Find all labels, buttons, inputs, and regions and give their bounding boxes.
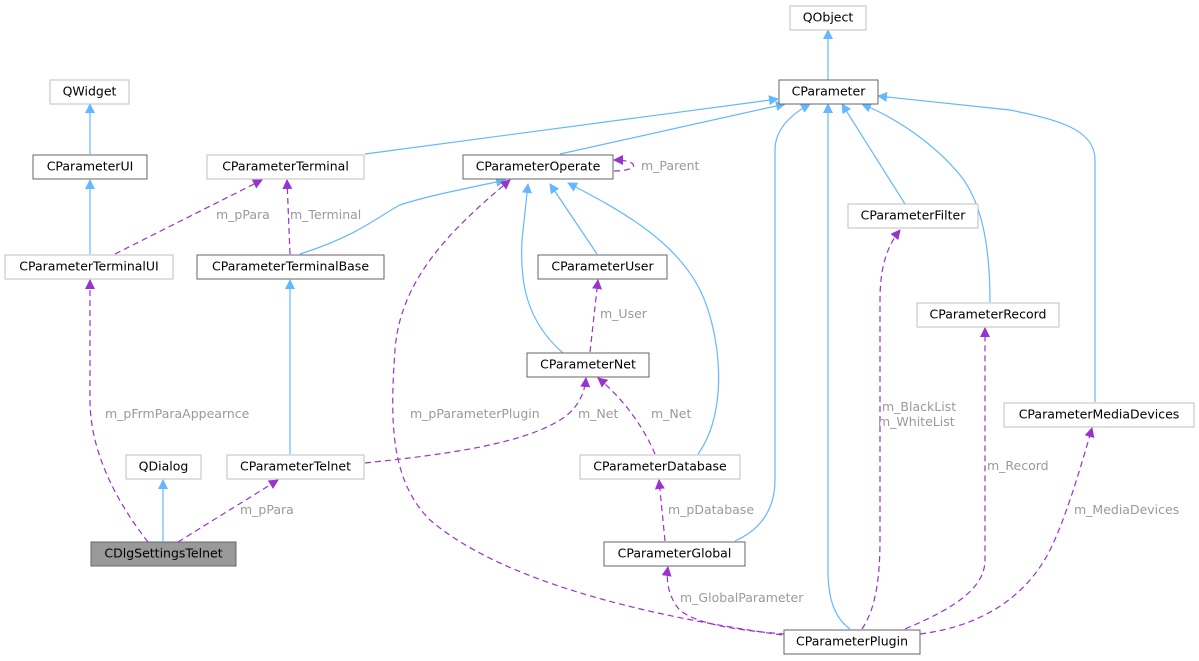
node-label: QObject [803,10,854,25]
node-cparameterglobal[interactable]: CParameterGlobal [603,541,746,567]
edge-labels: m_Parent m_pPara m_Terminal m_User m_pFr… [105,158,1179,605]
node-cparameteroperate[interactable]: CParameterOperate [462,154,614,180]
label-m-ppara-bottom: m_pPara [240,502,294,517]
usage-edges [85,155,1095,636]
node-label: CParameter [792,84,867,99]
node-qwidget[interactable]: QWidget [49,79,130,105]
edge-cparametermediadevices-to-cparameter [877,91,1096,402]
label-m-net-database: m_Net [651,406,691,421]
node-cparameterdatabase[interactable]: CParameterDatabase [579,454,741,480]
node-cparameternet[interactable]: CParameterNet [526,352,650,378]
node-cparameterplugin[interactable]: CParameterPlugin [783,629,921,655]
label-m-globalparameter: m_GlobalParameter [680,590,804,605]
node-label: QDialog [139,459,189,474]
node-cparameterterminalui[interactable]: CParameterTerminalUI [4,254,174,280]
node-label: CParameterOperate [476,159,601,174]
node-label: CParameterRecord [930,307,1047,322]
edge-m-pparameterplugin [392,179,783,636]
node-label: CParameterTerminal [222,159,349,174]
node-label: QWidget [63,84,117,99]
edge-cparameterfilter-to-cparameter [841,103,906,205]
node-cdlgsettingstelnet[interactable]: CDlgSettingsTelnet [90,541,237,567]
label-m-net-telnet: m_Net [578,406,618,421]
node-label: CParameterUser [551,259,654,274]
node-label: CParameterTerminalUI [19,259,158,274]
node-label: CParameterMediaDevices [1019,407,1180,422]
nodes: QObject CParameter QWidget CParameterUI … [4,5,1195,655]
edge-m-pdatabase [654,479,666,542]
edge-m-globalparameter [661,566,786,635]
node-cparameteruser[interactable]: CParameterUser [537,254,668,280]
node-label: CParameterGlobal [618,546,732,561]
label-m-record: m_Record [987,458,1049,473]
edge-cparameteruser-to-cparameteroperate [549,183,598,255]
node-cparameterrecord[interactable]: CParameterRecord [916,302,1060,328]
label-m-terminal: m_Terminal [290,207,361,222]
edge-cparameteroperate-to-cparameter [559,101,786,155]
node-cparameter[interactable]: CParameter [778,79,879,105]
edge-m-net-telnet [364,377,591,464]
label-m-blacklist: m_BlackList [882,399,956,414]
edge-m-terminal [282,179,293,255]
node-qobject[interactable]: QObject [789,5,867,31]
node-label: CParameterTerminalBase [212,259,369,274]
edge-m-pfrmparaappearnce [85,279,149,543]
edge-cparameterplugin-to-cparameter [823,103,851,630]
node-label: CParameterNet [540,357,636,372]
label-m-pparameterplugin: m_pParameterPlugin [410,406,540,421]
edge-m-net-database [597,377,656,455]
edge-cparameterdatabase-to-cparameteroperate [567,182,720,455]
node-label: CParameterDatabase [593,459,727,474]
node-cparameterui[interactable]: CParameterUI [32,154,148,180]
edge-m-user [589,279,602,353]
inheritance-edges [85,29,1096,630]
edge-cparameterterminalbase-to-cparameteroperate [299,177,506,255]
node-label: CParameterUI [47,159,134,174]
label-m-pfrmparaappearnce: m_pFrmParaAppearnce [105,406,250,421]
label-m-whitelist: m_WhiteList [878,414,955,429]
node-label: CParameterFilter [861,208,967,223]
edge-cparameterrecord-to-cparameter [861,102,991,303]
node-label: CDlgSettingsTelnet [104,546,222,561]
label-m-user: m_User [600,306,648,321]
edge-m-ppara-top [114,179,263,255]
edge-cparameternet-to-cparameteroperate [521,183,564,354]
edge-m-parent [613,155,635,172]
label-m-ppara-top: m_pPara [216,207,270,222]
node-cparameterterminalbase[interactable]: CParameterTerminalBase [196,254,385,280]
node-cparameterterminal[interactable]: CParameterTerminal [206,154,365,180]
edge-cparameterglobal-to-cparameter [734,103,811,542]
node-label: CParameterTelnet [240,459,351,474]
node-qdialog[interactable]: QDialog [125,454,202,480]
edge-m-record [904,327,990,630]
edge-cparameterterminal-to-cparameter [364,95,779,155]
edge-m-blacklist-whitelist [861,229,901,630]
node-cparametermediadevices[interactable]: CParameterMediaDevices [1003,402,1195,428]
label-m-pdatabase: m_pDatabase [668,502,754,517]
node-cparameterfilter[interactable]: CParameterFilter [847,203,979,229]
label-m-mediadevices: m_MediaDevices [1074,502,1179,517]
edge-m-mediadevices [919,427,1095,635]
node-cparametertelnet[interactable]: CParameterTelnet [226,454,365,480]
label-m-parent: m_Parent [641,158,700,173]
node-label: CParameterPlugin [796,634,908,649]
